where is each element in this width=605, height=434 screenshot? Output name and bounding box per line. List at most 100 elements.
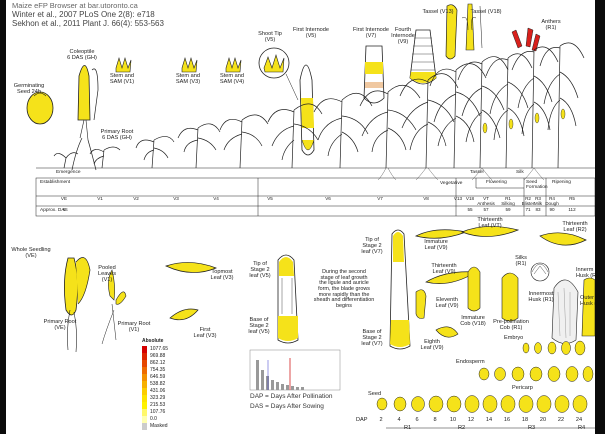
whole-seedling bbox=[64, 258, 90, 353]
stage-label: V2 bbox=[126, 197, 146, 202]
label-tip-stage2-v7: Tip of Stage 2 leaf (V7) bbox=[356, 238, 388, 256]
stage-label: VE bbox=[54, 197, 74, 202]
legend-value: 215.53 bbox=[150, 402, 165, 408]
label-immature-leaf: Immature Leaf (V9) bbox=[420, 240, 452, 252]
label-innermost-husk-right: Innerm Husk (R bbox=[576, 268, 595, 280]
stage-label: V3 bbox=[166, 197, 186, 202]
legend-swatch bbox=[142, 360, 147, 367]
dap-value: 12 bbox=[464, 418, 478, 424]
legend-swatch bbox=[142, 374, 147, 381]
legend-value: 107.76 bbox=[150, 409, 165, 415]
label-stem-v3: Stem and SAM (V3) bbox=[166, 74, 210, 86]
label-endosperm: Endosperm bbox=[456, 360, 485, 366]
dap-value: 22 bbox=[554, 418, 568, 424]
legend-value: 969.88 bbox=[150, 353, 165, 359]
label-tassel: Tassel bbox=[470, 170, 484, 175]
endosperm-row bbox=[479, 367, 593, 382]
coleoptile bbox=[78, 66, 98, 141]
legend-value: 538.82 bbox=[150, 381, 165, 387]
thirteenth-leaf-r2 bbox=[540, 233, 586, 245]
das-value: 59 bbox=[498, 208, 518, 213]
dap-value: 4 bbox=[392, 418, 406, 424]
label-tassel-v13: Tassel (V13) bbox=[420, 10, 456, 16]
stage-label: V5 bbox=[260, 197, 280, 202]
label-thirteenth-r2: Thirteenth Leaf (R2) bbox=[556, 222, 594, 234]
r-stage-label: R3 bbox=[528, 426, 535, 432]
das-value: 6 bbox=[54, 208, 74, 213]
first-internode-v7 bbox=[364, 46, 384, 103]
primary-root-gh bbox=[72, 138, 96, 170]
label-silk: Silk bbox=[516, 170, 524, 175]
label-primary-root-gh: Primary Root 6 DAS (GH) bbox=[92, 130, 142, 142]
citation-2: Sekhon et al., 2011 Plant J. 66(4): 553-… bbox=[12, 20, 164, 28]
label-shoot-tip: Shoot Tip (V5) bbox=[250, 32, 290, 44]
stage-label: V1 bbox=[90, 197, 110, 202]
label-seed-formation: Seed Formation bbox=[526, 180, 548, 190]
label-flowering: Flowering bbox=[486, 180, 507, 185]
label-silks: Silks (R1) bbox=[506, 256, 536, 268]
label-seed: Seed bbox=[368, 392, 381, 398]
legend-value: 646.59 bbox=[150, 374, 165, 380]
legend-swatch bbox=[142, 402, 147, 409]
label-fourth-internode: Fourth Internode (V9) bbox=[390, 28, 416, 46]
dap-value: 10 bbox=[446, 418, 460, 424]
efp-illustration bbox=[6, 0, 595, 434]
stem-sam-v4 bbox=[226, 58, 241, 72]
label-emergence: Emergence bbox=[56, 170, 81, 175]
label-first-internode-v5: First Internode (V5) bbox=[288, 28, 334, 40]
label-vegetative: Vegetative bbox=[440, 181, 462, 186]
das-definition: DAS = Days After Sowing bbox=[250, 404, 324, 411]
stage2-leaf-v5 bbox=[278, 255, 298, 343]
label-eighth: Eighth Leaf (V9) bbox=[416, 340, 448, 352]
plant-growth-sequence bbox=[54, 43, 584, 168]
efp-figure: Maize eFP Browser at bar.utoronto.ca Win… bbox=[6, 0, 595, 434]
label-base-stage2-v5: Base of Stage 2 leaf (V5) bbox=[242, 318, 276, 336]
stage-label: V6 bbox=[318, 197, 338, 202]
dap-value: 24 bbox=[572, 418, 586, 424]
label-coleoptile: Coleoptile 6 DAS (GH) bbox=[56, 50, 108, 62]
seed-row bbox=[377, 396, 587, 413]
stage-label: R5 bbox=[562, 197, 582, 202]
label-thirteenth-vt: Thirteenth Leaf (VT) bbox=[470, 218, 510, 230]
immature-leaf bbox=[416, 230, 466, 239]
label-stem-v4: Stem and SAM (V4) bbox=[210, 74, 254, 86]
r-stage-label: R4 bbox=[578, 426, 585, 432]
first-leaf bbox=[170, 309, 198, 320]
dap-value: 16 bbox=[500, 418, 514, 424]
legend-swatch bbox=[142, 388, 147, 395]
stage-label: V4 bbox=[206, 197, 226, 202]
legend-value: 754.35 bbox=[150, 367, 165, 373]
stem-sam-v3 bbox=[182, 58, 197, 72]
label-primary-root-ve: Primary Root (VE) bbox=[36, 320, 84, 332]
dap-value: 6 bbox=[410, 418, 424, 424]
legend-swatch bbox=[142, 381, 147, 388]
stage-label: V7 bbox=[370, 197, 390, 202]
eighth-leaf bbox=[436, 327, 458, 337]
label-first-internode-v7: First Internode (V7) bbox=[346, 28, 396, 40]
stage-label: R1 Silking bbox=[498, 197, 518, 207]
label-embryo: Embryo bbox=[504, 336, 523, 342]
stage-label: V8 bbox=[416, 197, 436, 202]
germinating-seed bbox=[27, 92, 53, 124]
eleventh-leaf bbox=[416, 290, 426, 319]
label-whole-seedling: Whole Seedling (VE) bbox=[6, 248, 56, 260]
label-ripening: Ripening bbox=[552, 180, 571, 185]
legend-color-bar bbox=[142, 346, 147, 430]
expression-histogram bbox=[250, 350, 340, 390]
label-base-stage2-v7: Base of Stage 2 leaf (V7) bbox=[356, 330, 388, 348]
leaf-growth-paragraph: During the second stage of leaf growth t… bbox=[302, 270, 386, 310]
legend-swatch bbox=[142, 416, 147, 423]
stage-label: R4 Dough bbox=[542, 197, 562, 207]
label-pre-pollination-cob: Pre-pollination Cob (R1) bbox=[486, 320, 536, 332]
label-pooled-leaves: Pooled Leaves (V1) bbox=[90, 266, 124, 284]
legend-value: 862.12 bbox=[150, 360, 165, 366]
legend-title: Absolute bbox=[142, 338, 163, 344]
dap-value: 20 bbox=[536, 418, 550, 424]
label-topmost-leaf: Topmost Leaf (V3) bbox=[202, 270, 242, 282]
label-thirteenth-v9: Thirteenth Leaf (V9) bbox=[424, 264, 464, 276]
innermost-husk bbox=[552, 280, 578, 344]
pre-pollination-cob bbox=[502, 273, 518, 321]
label-immature-cob: Immature Cob (V18) bbox=[456, 316, 490, 328]
stem-sam-v1 bbox=[116, 58, 131, 72]
label-pericarp: Pericarp bbox=[512, 386, 533, 392]
